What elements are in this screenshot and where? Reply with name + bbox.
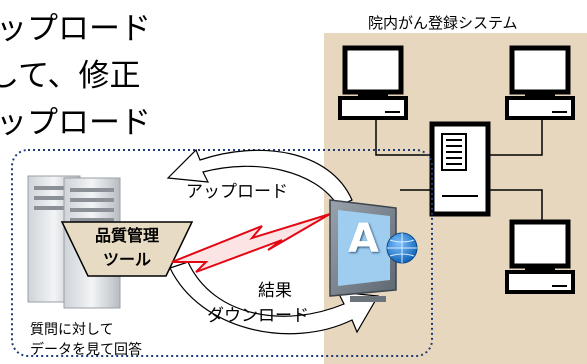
workstation-icon-top-right — [505, 45, 575, 120]
application-monitor-icon — [329, 199, 397, 302]
app-letter-icon: A — [348, 216, 379, 262]
workstation-icon-bottom-right — [505, 219, 575, 294]
server-icon — [429, 121, 491, 217]
heading-line-2: して、修正 — [0, 58, 141, 94]
note-line-2: データを見て回答 — [30, 342, 142, 358]
heading-text: ップロード して、修正 ップロード — [0, 6, 153, 147]
note-line-1: 質問に対して — [30, 322, 114, 338]
download-label: ダウンロード — [207, 306, 309, 326]
heading-line-3: ップロード — [0, 105, 151, 141]
lightning-bolt — [171, 213, 331, 273]
upload-arrow — [166, 148, 353, 207]
quality-tool-funnel — [60, 221, 194, 277]
heading-line-1: ップロード — [0, 11, 151, 47]
quality-tool-label-line-1: 品質管理 — [94, 226, 159, 245]
dotted-boundary — [11, 149, 433, 357]
quality-tool-label: 品質管理 ツール — [79, 224, 175, 272]
workstation-icon-top-left — [338, 45, 408, 120]
result-label: 結果 — [258, 281, 292, 301]
system-title: 院内がん登録システム — [368, 14, 518, 32]
upload-label: アップロード — [186, 182, 288, 202]
network-lines — [375, 118, 543, 222]
note-text: 質問に対して データを見て回答 — [30, 320, 142, 360]
quality-tool-label-line-2: ツール — [102, 250, 151, 269]
